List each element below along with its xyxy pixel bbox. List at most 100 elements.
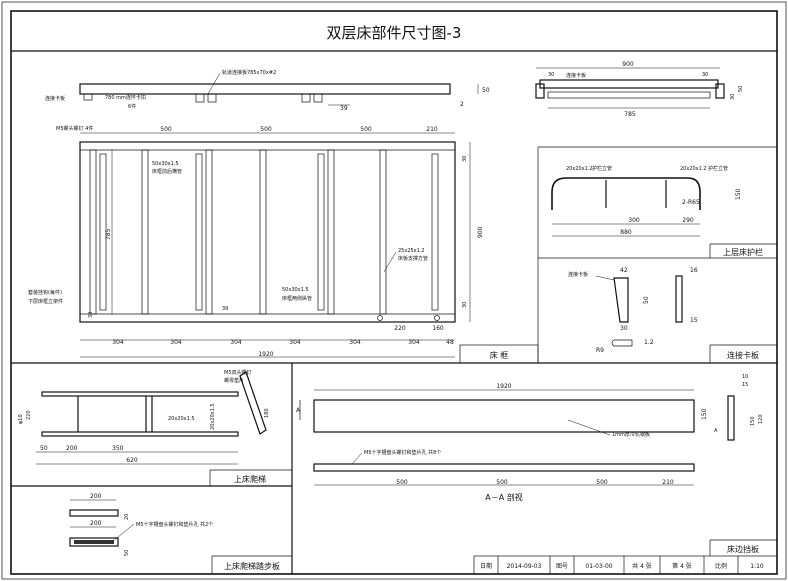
- guardrail-label-left-note: 护栏立管: [592, 165, 612, 172]
- guardrail-height: 150: [735, 188, 742, 200]
- plate-name: 连接卡板: [727, 350, 759, 360]
- board-name: 床边挡板: [727, 544, 759, 554]
- frame-left-bot-30: 30: [88, 312, 94, 318]
- tb-drawing-no-label: 图号: [556, 563, 568, 570]
- step-lower-plate: [69, 537, 119, 547]
- ladder-height: 220: [26, 410, 32, 420]
- frame-spacing-1: 500: [160, 126, 172, 133]
- frame-slats: [89, 149, 439, 315]
- guardrail-label-right-note: 护栏立管: [708, 165, 728, 172]
- frame-top-strip: [79, 83, 451, 95]
- ladder-screw: M5双头螺钉: [224, 369, 252, 376]
- slat: [205, 149, 213, 315]
- slat: [327, 149, 335, 315]
- frame-top-lug-mid1: [195, 93, 205, 103]
- frame-spacing-2: 500: [260, 126, 272, 133]
- frame-screw-note: M5螺头螺钉 4件: [56, 125, 93, 132]
- frame-tube25-note: 床板支撑方管: [398, 255, 428, 262]
- tb-date-label: 日期: [480, 562, 492, 570]
- slat: [89, 149, 97, 315]
- frame-bottom-spacing: 304: [112, 339, 124, 346]
- step-top: 200: [90, 493, 102, 500]
- frame-top-lug-r2: [313, 93, 323, 103]
- tb-drawing-no: 01-03-00: [585, 563, 612, 570]
- board-sec-120: 120: [758, 414, 764, 424]
- ladder-rung-v: 20x20x1.5: [210, 403, 216, 430]
- guard-board-view: 1920 A 150 1mm厚冷轧钢板 M5十字槽盘头螺钉和垫片孔 共8个 50…: [296, 374, 777, 556]
- frame-top-lug-r1: [301, 93, 311, 103]
- plate-label: 连接卡板: [568, 271, 588, 278]
- step-note-leader: [111, 523, 135, 543]
- ladder-total: 620: [126, 457, 138, 464]
- frame-bolt-label: 套装挂钩(每件): [28, 289, 62, 296]
- tb-total: 共 4 张: [632, 562, 652, 570]
- frame-lug-label: 轨道连接板785x70x#2: [222, 69, 276, 76]
- guardrail-label-left: 20x20x1.2: [566, 166, 593, 172]
- frame-right-top-30: 30: [462, 156, 468, 162]
- frame-bottom-spacing: 304: [170, 339, 182, 346]
- frame-bottom-spacing: 48: [446, 339, 454, 346]
- frame-tube50b-note: 床框两侧纵管: [282, 295, 312, 302]
- board-sec-10: 10: [742, 374, 748, 380]
- card-h50: 50: [738, 86, 744, 92]
- card-h30: 30: [730, 94, 736, 100]
- frame-tube50-note: 床框前后横管: [152, 168, 182, 175]
- guardrail-view: 20x20x1.2 护栏立管 20x20x1.2 护栏立管 2-R65 150 …: [537, 146, 777, 363]
- frame-top-lug-left: [83, 93, 93, 101]
- board-spacing: 500: [496, 479, 508, 486]
- ladder-screw-note: 螺母垫片: [224, 377, 244, 384]
- board-mark: A: [296, 407, 301, 414]
- frame-spacing-3: 500: [360, 126, 372, 133]
- step-note: M5十字槽盘头螺钉和垫片孔 共2个: [136, 521, 213, 528]
- board-screw-note: M5十字槽盘头螺钉和垫片孔 共8个: [364, 449, 441, 456]
- frame-outer: [79, 141, 456, 323]
- plate-hook: [611, 339, 633, 347]
- plate-t: 1.2: [644, 339, 654, 346]
- board-screw-leader: [351, 452, 363, 465]
- frame-offset-220: 220: [394, 325, 406, 332]
- plate-leader: [595, 275, 615, 281]
- card-end-left: [535, 83, 545, 99]
- frame-count-label: 6件: [128, 103, 136, 110]
- ladder-span-200: 200: [66, 445, 78, 452]
- frame-top-dim-39: 39: [340, 105, 348, 112]
- guardrail-total: 880: [620, 229, 632, 236]
- board-spacing: 500: [396, 479, 408, 486]
- slat: [431, 153, 439, 311]
- connector-card-view: 900 30 30 连接卡板 50 30 785: [535, 61, 744, 118]
- slat: [259, 149, 267, 315]
- frame-bolt-note: 下层床框立架件: [28, 298, 63, 305]
- card-left: 30: [548, 72, 554, 78]
- frame-card-label: 连接卡板: [45, 95, 65, 102]
- frame-lug-leader: [207, 72, 221, 95]
- board-spacing: 210: [662, 479, 674, 486]
- board-spacing: 500: [596, 479, 608, 486]
- slat: [99, 153, 107, 311]
- frame-tube50b-label: 50x30x1.5: [282, 287, 309, 293]
- ladder-span-350: 350: [112, 445, 124, 452]
- plate-dim-15: 15: [690, 317, 698, 324]
- step-h1: 20: [124, 514, 130, 520]
- guardrail-label-right: 20x20x1.2: [680, 166, 707, 172]
- tb-scale: 1:10: [750, 563, 764, 570]
- ladder-rail-bottom: [41, 431, 239, 437]
- step-lower-hatch: [74, 540, 114, 544]
- guardrail-span-2: 290: [682, 217, 694, 224]
- frame-offset-160: 160: [432, 325, 444, 332]
- step-top-plate: [69, 509, 119, 517]
- frame-small-39: 39: [222, 306, 228, 312]
- step-view: 200 200 20 50 M5十字槽盘头螺钉和垫片孔 共2个 上床爬梯踏步板: [69, 493, 292, 574]
- plate-dim-50: 50: [643, 296, 650, 304]
- frame-inner-label: 780 mm连环卡扣: [105, 94, 146, 101]
- board-body: [313, 399, 695, 433]
- frame-bottom-spacing: 304: [408, 339, 420, 346]
- board-profile: [727, 395, 735, 441]
- tb-date: 2014-09-03: [507, 563, 542, 570]
- frame-top-lug-mid2: [207, 93, 217, 103]
- tb-sheet: 第 4 张: [672, 562, 692, 570]
- frame-left-dim-text: 785: [105, 228, 112, 240]
- step-h2: 50: [124, 550, 130, 556]
- board-note: 1mm厚冷轧钢板: [612, 431, 650, 438]
- ladder-view: M5双头螺钉 螺母垫片 20x20x1.5 20x20x1.5 220 180 …: [18, 369, 292, 486]
